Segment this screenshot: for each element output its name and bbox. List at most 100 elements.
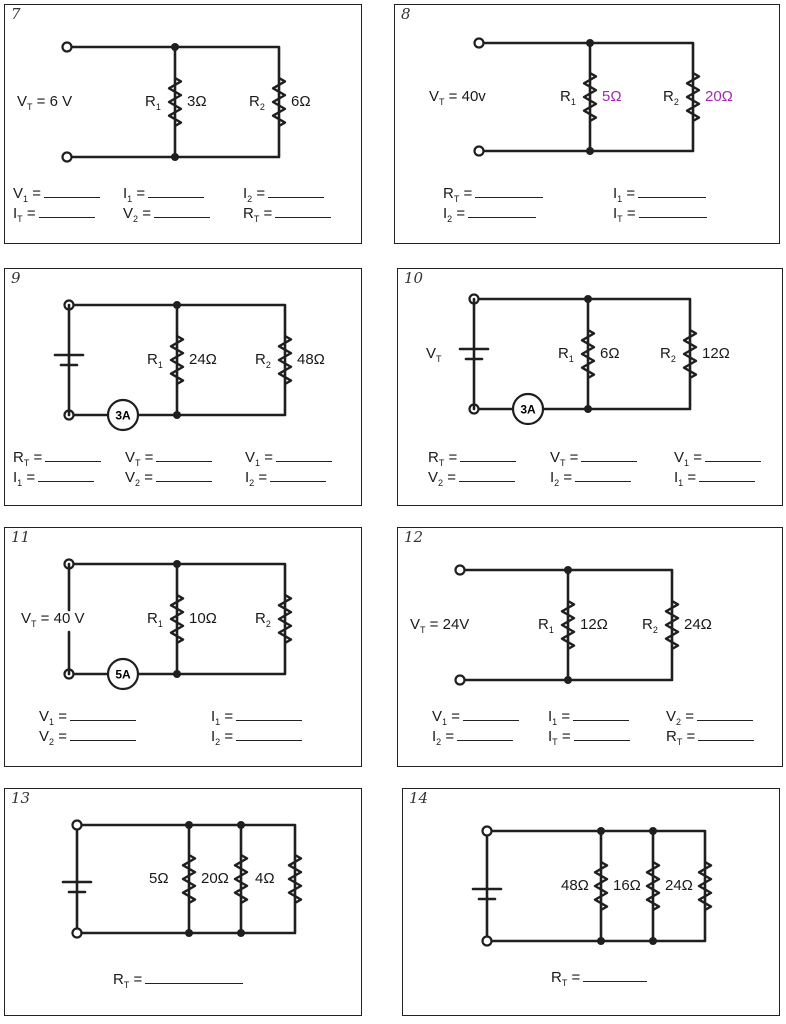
answer-blank[interactable]: [704, 450, 761, 462]
r2-resistor: [277, 593, 293, 645]
answer-blank[interactable]: [38, 206, 95, 218]
resistor-2: [233, 853, 249, 905]
answer-field[interactable]: I2 =: [245, 469, 327, 488]
answer-blank[interactable]: [236, 729, 303, 741]
circuit-loop: [458, 568, 674, 682]
answer-blank[interactable]: [145, 972, 244, 984]
r2-value: 48Ω: [297, 351, 325, 368]
resistor-2-value: 20Ω: [201, 870, 229, 887]
resistor-3-value: 4Ω: [255, 870, 275, 887]
answer-field[interactable]: RT =: [428, 449, 517, 468]
answer-field[interactable]: I1 =: [613, 185, 707, 204]
answer-field[interactable]: RT =: [551, 969, 648, 988]
source-voltage-label: VT = 40v: [429, 88, 486, 107]
answer-blank[interactable]: [583, 970, 648, 982]
answer-blank[interactable]: [268, 186, 325, 198]
answer-field[interactable]: V2 =: [666, 708, 753, 727]
circuit-diagram: [454, 564, 680, 686]
answer-blank[interactable]: [148, 186, 205, 198]
answer-field[interactable]: I1 =: [13, 469, 95, 488]
answer-field[interactable]: RT =: [13, 449, 102, 468]
answer-field[interactable]: V1 =: [245, 449, 332, 468]
answer-field[interactable]: V1 =: [13, 185, 100, 204]
r1-label: R1: [538, 616, 554, 635]
answer-field[interactable]: I1 =: [211, 708, 303, 727]
answer-blank[interactable]: [155, 470, 212, 482]
answer-field[interactable]: V2 =: [39, 728, 136, 747]
r1-value: 6Ω: [600, 345, 620, 362]
answer-blank[interactable]: [457, 729, 514, 741]
answer-blank[interactable]: [575, 470, 632, 482]
answer-field[interactable]: VT =: [550, 449, 638, 468]
ammeter-symbol: [106, 398, 140, 432]
r2-value: 20Ω: [705, 88, 733, 105]
r1-value: 24Ω: [189, 351, 217, 368]
answer-field[interactable]: I1 =: [674, 469, 756, 488]
answer-field[interactable]: V2 =: [428, 469, 515, 488]
answer-blank[interactable]: [153, 206, 210, 218]
answer-blank[interactable]: [270, 470, 327, 482]
answer-field[interactable]: I1 =: [548, 708, 630, 727]
answer-blank[interactable]: [43, 186, 100, 198]
answer-field[interactable]: I1 =: [123, 185, 205, 204]
answer-blank[interactable]: [699, 470, 756, 482]
answer-blank[interactable]: [475, 186, 544, 198]
r1-value: 10Ω: [189, 610, 217, 627]
answer-field[interactable]: I2 =: [550, 469, 632, 488]
r1-resistor: [560, 599, 576, 651]
answer-field[interactable]: RT =: [443, 185, 544, 204]
answer-field[interactable]: IT =: [613, 205, 707, 224]
answer-field[interactable]: V2 =: [123, 205, 210, 224]
answer-blank[interactable]: [236, 709, 303, 721]
answer-field[interactable]: RT =: [113, 971, 244, 990]
answer-blank[interactable]: [696, 709, 753, 721]
resistor-3: [287, 853, 303, 905]
answer-blank[interactable]: [458, 470, 515, 482]
answer-field[interactable]: IT =: [548, 728, 630, 747]
circuit-diagram: 3A: [458, 293, 698, 426]
answer-blank[interactable]: [69, 709, 136, 721]
ammeter-symbol: [511, 392, 545, 426]
answer-field[interactable]: RT =: [243, 205, 332, 224]
junction-dot: [564, 566, 572, 574]
junction-dot: [173, 411, 181, 419]
answer-field[interactable]: RT =: [666, 728, 755, 747]
answer-blank[interactable]: [462, 709, 519, 721]
r1-resistor: [169, 593, 185, 645]
answer-blank[interactable]: [638, 186, 707, 198]
answer-field[interactable]: I2 =: [443, 205, 537, 224]
answer-blank[interactable]: [460, 450, 517, 462]
answer-field[interactable]: V1 =: [39, 708, 136, 727]
source-voltage-label: VT = 24V: [410, 616, 470, 635]
source-voltage-label: VT = 40 V: [21, 610, 85, 629]
answer-blank[interactable]: [38, 470, 95, 482]
answer-field[interactable]: I2 =: [432, 728, 514, 747]
answer-field[interactable]: V2 =: [125, 469, 212, 488]
answer-blank[interactable]: [468, 206, 537, 218]
answer-blank[interactable]: [698, 729, 755, 741]
answer-blank[interactable]: [573, 709, 630, 721]
answer-blank[interactable]: [638, 206, 707, 218]
r1-label: R1: [558, 345, 574, 364]
circuit-diagram: [473, 37, 701, 157]
answer-blank[interactable]: [45, 450, 102, 462]
source-voltage-label: VT = 6 V: [17, 93, 73, 112]
r2-resistor: [277, 334, 293, 386]
answer-blank[interactable]: [156, 450, 213, 462]
answer-blank[interactable]: [275, 206, 332, 218]
answer-field[interactable]: I2 =: [243, 185, 325, 204]
terminal-node: [71, 819, 83, 831]
junction-dot: [185, 929, 193, 937]
answer-field[interactable]: V1 =: [674, 449, 761, 468]
answer-field[interactable]: VT =: [125, 449, 213, 468]
r2-value: 24Ω: [684, 616, 712, 633]
answer-field[interactable]: IT =: [13, 205, 95, 224]
answer-blank[interactable]: [275, 450, 332, 462]
answer-field[interactable]: I2 =: [211, 728, 303, 747]
answer-blank[interactable]: [69, 729, 136, 741]
answer-field[interactable]: V1 =: [432, 708, 519, 727]
answer-blank[interactable]: [581, 450, 638, 462]
answer-blank[interactable]: [573, 729, 630, 741]
